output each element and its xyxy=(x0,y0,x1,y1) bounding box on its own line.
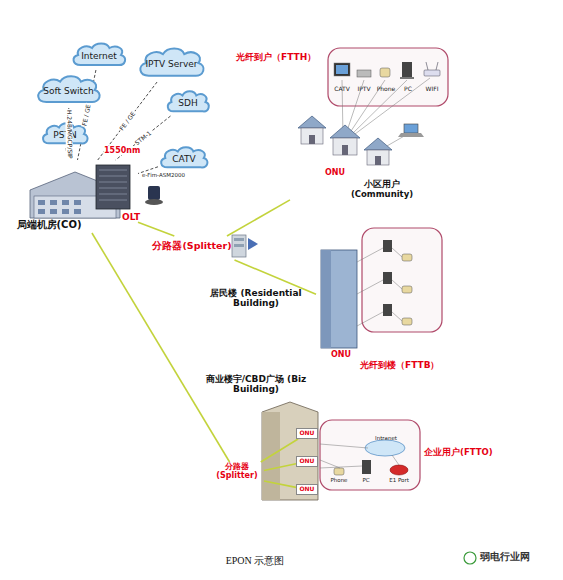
link-label: H.248/MGCP/SIP xyxy=(65,109,72,160)
cloud-node: SDH xyxy=(165,88,211,116)
text-label: 光纤到户（FTTH） xyxy=(236,52,328,62)
residential-building xyxy=(321,250,357,348)
text-label: WIFI xyxy=(420,86,444,93)
ftto-panel xyxy=(320,420,420,490)
link-label: FE / GE xyxy=(81,103,92,127)
splitter-device xyxy=(232,235,258,257)
node-label: ONU xyxy=(320,168,350,177)
text-label: Phone xyxy=(374,86,398,93)
fiber-link xyxy=(264,481,296,487)
cloud-label: SDH xyxy=(178,98,197,108)
laptop-icon xyxy=(398,124,424,137)
text-label: OLT xyxy=(122,212,148,222)
cloud-node: IPTV Server xyxy=(136,44,207,82)
cloud-label: CATV xyxy=(172,154,195,164)
fttb-panel xyxy=(357,228,442,332)
text-label: PC xyxy=(354,477,378,483)
fiber-link xyxy=(92,233,230,462)
node-label: ONU xyxy=(326,350,356,359)
network-node: ONU 小区用户 (Community) xyxy=(290,112,426,210)
community-houses xyxy=(298,116,392,165)
caption: EPON 示意图 xyxy=(200,555,310,567)
onu-box: ONU xyxy=(296,428,318,439)
network-node: 局端机房(CO) xyxy=(2,160,138,233)
node-label: 分路器(Splitter) xyxy=(150,241,234,252)
fiber-link xyxy=(264,464,296,471)
onu-box: ONU xyxy=(296,456,318,467)
link-label: FE / GE xyxy=(118,110,137,133)
ftth-panel xyxy=(328,48,448,106)
network-node: 分路器 (Splitter) xyxy=(212,462,264,490)
onu-label: ONU xyxy=(300,486,315,493)
link-label: STM-1 xyxy=(133,129,153,147)
fiber-link xyxy=(261,439,298,462)
node-label: 小区用户 (Community) xyxy=(340,180,424,200)
text-label: E1 Port xyxy=(384,477,414,483)
text-label: e-Fim-ASM2000 xyxy=(142,172,202,178)
cloud-node: CATV xyxy=(158,144,210,172)
text-label: 1550nm xyxy=(104,146,140,155)
node-label: 分路器 (Splitter) xyxy=(212,462,262,480)
text-label: IPTV xyxy=(353,86,375,93)
text-label: Phone xyxy=(326,477,352,483)
network-node: ONU xyxy=(316,246,362,362)
fiber-link xyxy=(227,200,290,236)
cloud-node: Internet xyxy=(70,40,128,70)
onu-box: ONU xyxy=(296,484,318,495)
fiber-link xyxy=(138,222,174,236)
text-label: 商业楼宇/CBD广场 (Biz Building) xyxy=(196,374,316,395)
service-link xyxy=(98,82,157,160)
text-label: Intranet xyxy=(370,435,402,441)
text-label: 企业用户(FTTO) xyxy=(424,448,504,458)
cloud-node: Soft Switch xyxy=(34,72,103,108)
onu-label: ONU xyxy=(300,458,315,465)
text-label: 光纤到楼（FTTB） xyxy=(360,360,456,370)
text-label: 居民楼 (Residential Building) xyxy=(200,288,312,309)
network-node: 分路器(Splitter) xyxy=(150,236,262,260)
cloud-label: IPTV Server xyxy=(145,59,197,69)
onu-label: ONU xyxy=(300,430,315,437)
node-label: 局端机房(CO) xyxy=(4,219,94,231)
cloud-label: Soft Switch xyxy=(43,86,93,96)
text-label: CATV xyxy=(331,86,353,93)
cloud-label: Internet xyxy=(81,51,117,61)
text-label: PC xyxy=(398,86,418,93)
watermark-icon xyxy=(464,552,476,564)
business-building xyxy=(262,402,318,500)
watermark: 弱电行业网 xyxy=(480,551,560,563)
